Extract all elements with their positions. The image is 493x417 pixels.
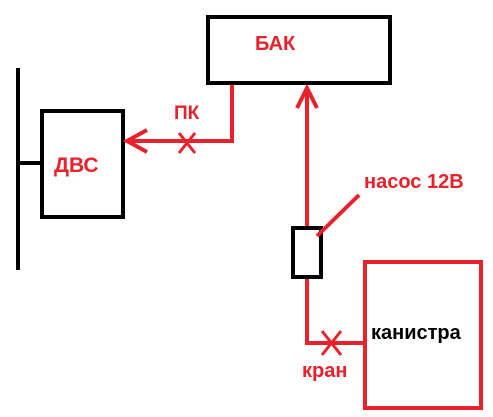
pk-valve-label: ПК — [174, 103, 200, 124]
pk-valve-cross-icon — [177, 132, 197, 154]
pump-box — [291, 226, 323, 279]
engine-label: ДВС — [54, 154, 99, 177]
canister-to-pump-line — [305, 279, 363, 345]
tank-label: БАК — [255, 33, 296, 55]
tap-cross-icon — [320, 330, 343, 356]
supply-arrowhead — [122, 128, 148, 154]
canister-box — [363, 260, 483, 410]
engine-box — [40, 109, 125, 219]
tank-box — [206, 15, 392, 85]
supply-line — [127, 85, 234, 143]
pump-label-pointer — [315, 193, 361, 238]
tap-label: кран — [302, 360, 348, 382]
canister-label: канистра — [371, 322, 461, 344]
tank-arrowhead — [295, 83, 319, 109]
pump-label: насос 12В — [364, 171, 464, 193]
